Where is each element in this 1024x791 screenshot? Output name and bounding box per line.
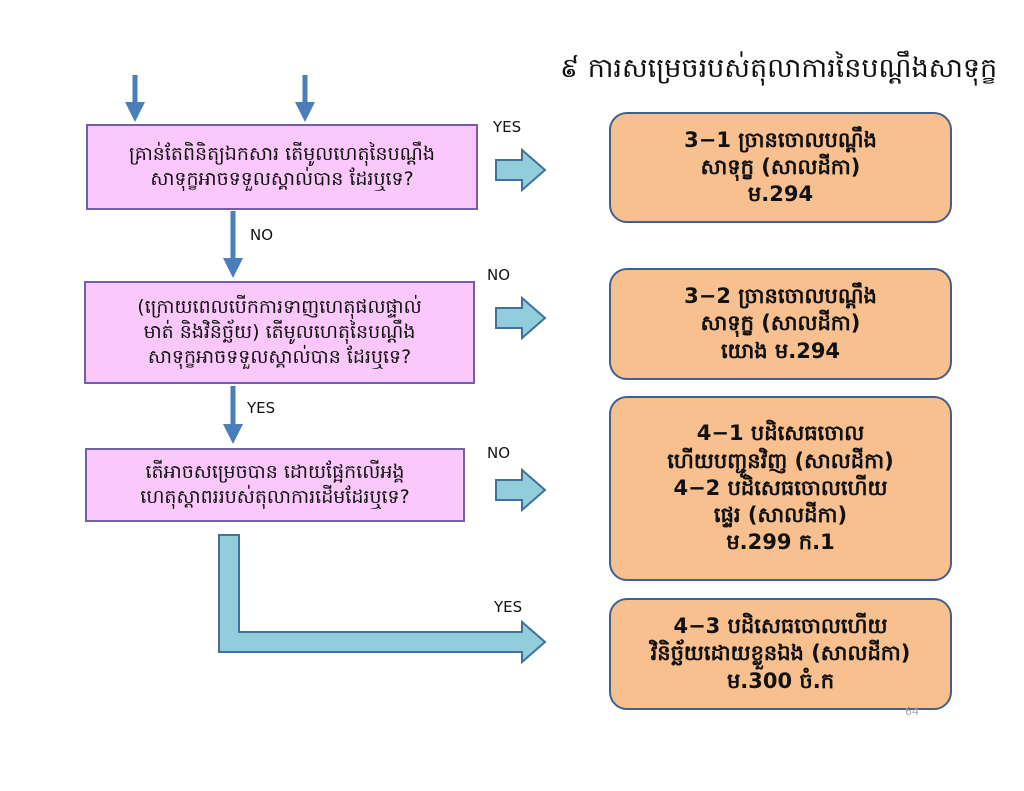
label-yes-1: YES [493, 118, 522, 136]
question-line: សាទុក្ខអាចទទួលស្គាល់បាន ដែរឬទេ? [147, 345, 412, 368]
question-line: តើអាចសម្រេចបាន ដោយផ្អែកលើអង្គ [145, 461, 405, 484]
result-line: ម.299 ក.1 [726, 530, 835, 555]
result-line: ហើយបញ្ជូនវិញ (សាលដីកា) [667, 448, 894, 473]
question-line: សាទុក្ខអាចទទួលស្គាល់បាន ដែរឬទេ? [150, 168, 414, 190]
result-line: ម.300 ចំ.ក [726, 668, 835, 693]
result-line: សាទុក្ខ (សាលដីកា) [700, 154, 861, 179]
result-line: 3−1 ច្រានចោលបណ្ដឹង [684, 127, 877, 152]
result-line: យោង ម.294 [720, 338, 841, 363]
label-no-1: NO [487, 266, 511, 284]
result-line: ផ្ទេរ (សាលដីកា) [713, 503, 848, 528]
label-yes-2: YES [494, 598, 523, 616]
question-box-3: តើអាចសម្រេចបាន ដោយផ្អែកលើអង្គ ហេតុស្ដាពរ… [85, 448, 465, 522]
question-line: (ក្រោយពេលបើកការទាញហេតុផលផ្ទាល់ [137, 296, 422, 319]
question-box-2: (ក្រោយពេលបើកការទាញហេតុផលផ្ទាល់ មាត់ និងវ… [84, 281, 475, 384]
question-box-1: គ្រាន់តែពិនិត្យឯកសារ តើមូលហេតុនៃបណ្ដឹង ស… [86, 124, 478, 210]
result-line: 3−2 ច្រានចោលបណ្ដឹង [684, 284, 877, 309]
page-number: 64 [905, 705, 919, 718]
result-line: សាទុក្ខ (សាលដីកា) [700, 311, 861, 336]
result-line: ម.294 [747, 182, 814, 207]
block-arrow-1 [495, 147, 547, 193]
block-arrow-l-shape [218, 534, 547, 665]
question-line: មាត់ និងវិនិច្ឆ័យ) តើមូលហេតុនៃបណ្ដឹង [143, 321, 416, 344]
label-yes-down: YES [247, 399, 276, 417]
question-line: ហេតុស្ដាពររបស់តុលាការដើមដែរឬទេ? [140, 486, 410, 508]
result-line: 4−3 បដិសេធចោលហើយ [673, 614, 888, 639]
result-box-4-1-4-2: 4−1 បដិសេធចោល ហើយបញ្ជូនវិញ (សាលដីកា) 4−2… [609, 396, 952, 581]
slide-title: ៩ ការសម្រេចរបស់តុលាការនៃបណ្ដឹងសាទុក្ខ [560, 53, 998, 84]
result-box-3-1: 3−1 ច្រានចោលបណ្ដឹង សាទុក្ខ (សាលដីកា) ម.2… [609, 112, 952, 223]
block-arrow-2 [495, 295, 547, 341]
result-box-4-3: 4−3 បដិសេធចោលហើយ វិនិច្ឆ័យដោយខ្លួនឯង (សា… [609, 598, 952, 710]
question-line: គ្រាន់តែពិនិត្យឯកសារ តើមូលហេតុនៃបណ្ដឹង [129, 143, 435, 166]
result-line: 4−1 បដិសេធចោល [696, 421, 865, 446]
label-no-2: NO [487, 444, 511, 462]
result-box-3-2: 3−2 ច្រានចោលបណ្ដឹង សាទុក្ខ (សាលដីកា) យោង… [609, 268, 952, 380]
result-line: 4−2 បដិសេធចោលហើយ [673, 475, 888, 500]
result-line: វិនិច្ឆ័យដោយខ្លួនឯង (សាលដីកា) [650, 641, 911, 666]
block-arrow-3 [495, 467, 547, 513]
label-no-down: NO [250, 226, 274, 244]
